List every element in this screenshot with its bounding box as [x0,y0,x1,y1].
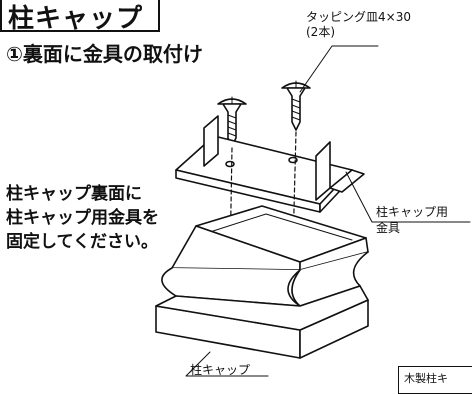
instruction-line-3: 固定してください。 [6,232,158,252]
screw-right [281,80,311,131]
fitting-label-line-1: 柱キャップ用 [376,205,449,219]
instruction-text: 柱キャップ裏面に 柱キャップ用金具を 固定してください。 [6,182,159,254]
bracket [175,115,365,213]
instruction-line-2: 柱キャップ用金具を [6,208,159,228]
fitting-label: 柱キャップ用 金具 [376,204,448,236]
cap-label: 柱キャップ [190,363,251,377]
fitting-label-line-2: 金具 [376,221,401,235]
step-heading: ①裏面に金具の取付け [6,42,203,66]
wood-column-label: 木製柱キ [404,372,448,385]
screw-label-line-1: タッピング皿4×30 [306,10,411,24]
instruction-line-1: 柱キャップ裏面に [6,184,142,204]
screw-label-line-2: (2本) [306,25,335,39]
page-title: 柱キャップ [8,4,144,34]
title-box [0,0,160,32]
assembly-illustration [155,45,471,377]
column-cap [155,205,369,359]
screw-label: タッピング皿4×30 (2本) [306,10,411,40]
